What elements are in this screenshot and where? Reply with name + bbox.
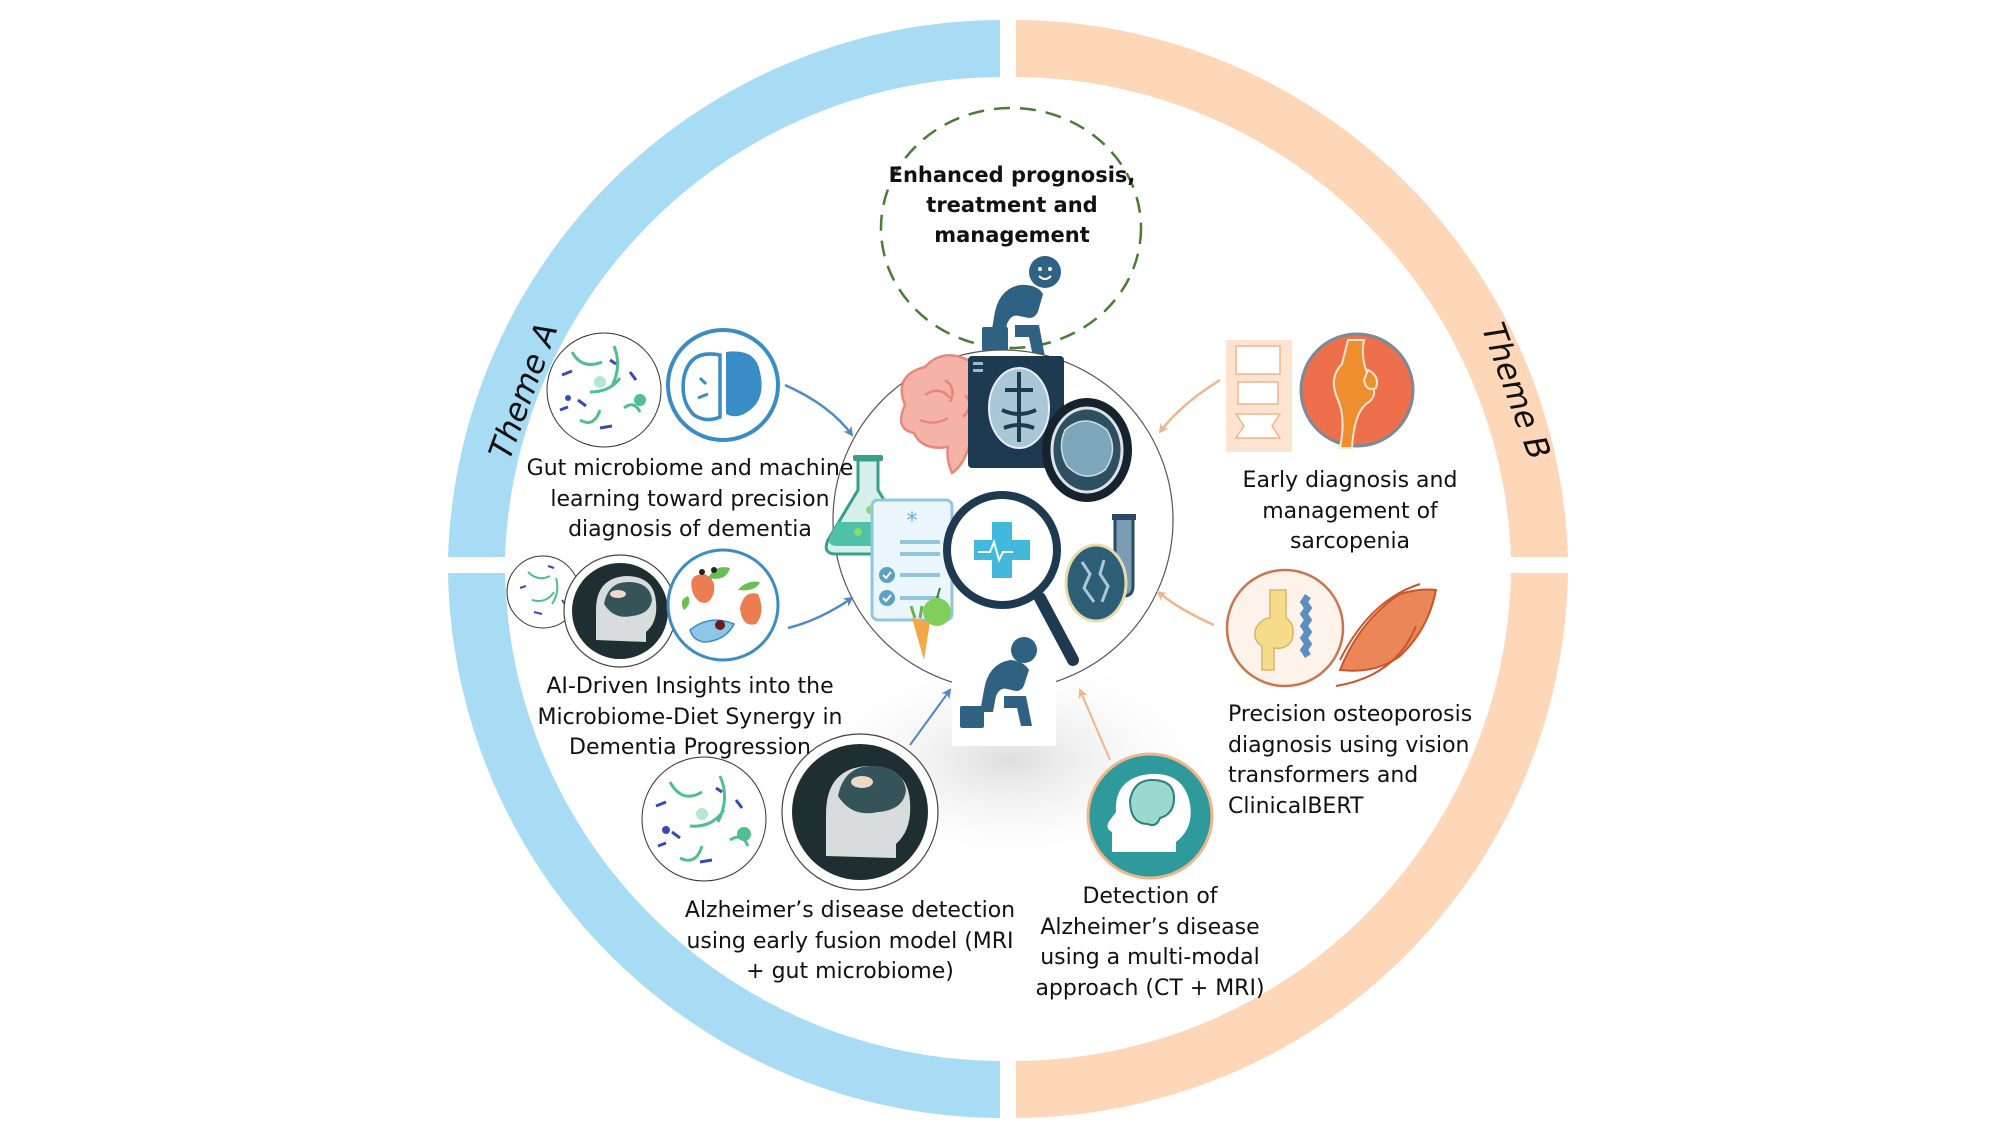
apple-icon <box>923 587 951 626</box>
theme-a-ring <box>448 20 1000 1118</box>
study-b2-line: ClinicalBERT <box>1228 793 1364 819</box>
study-b2-line: Precision osteoporosis <box>1228 702 1473 727</box>
study-b3-line: Alzheimer’s disease <box>1040 914 1260 940</box>
clipboard-checklist-icon: * <box>870 498 954 622</box>
mri-scan-icon <box>968 356 1064 468</box>
brain-icon <box>666 328 780 442</box>
study-a2-icons <box>506 548 780 668</box>
study-b2-line: transformers and <box>1228 763 1419 788</box>
study-a3-line: Alzheimer’s disease detection <box>684 898 1016 923</box>
study-a2-line: Dementia Progression <box>569 735 811 760</box>
study-b1-line: Early diagnosis and <box>1242 468 1458 493</box>
study-a3-icons <box>641 733 939 891</box>
center-cluster: * <box>824 349 1174 746</box>
arrow-a3 <box>909 688 952 746</box>
happy-seated-person-icon <box>982 256 1061 357</box>
study-b3-line: Detection of <box>1082 884 1218 909</box>
study-a1-icons <box>546 328 780 448</box>
outcome-line: Enhanced prognosis, <box>888 163 1136 187</box>
sad-seated-person-icon <box>952 637 1056 746</box>
arrow-b1 <box>1158 378 1221 434</box>
muscle-icon <box>1335 583 1438 687</box>
study-b2-label: Precision osteoporosis diagnosis using v… <box>1228 700 1488 822</box>
study-a1-line: Gut microbiome and machine <box>526 456 854 481</box>
study-b1-label: Early diagnosis and management of sarcop… <box>1230 466 1470 558</box>
knee-joint-icon <box>1299 332 1415 449</box>
study-b3-line: approach (CT + MRI) <box>1035 975 1265 1001</box>
theme-b-ring <box>1016 20 1568 1118</box>
svg-text:*: * <box>907 509 918 534</box>
study-a3-line: + gut microbiome) <box>746 959 954 984</box>
theme-a-ring-lower <box>448 573 1000 1118</box>
arrow-a1 <box>784 383 854 437</box>
study-a1-label: Gut microbiome and machine learning towa… <box>520 454 860 546</box>
arrow-a2 <box>787 596 854 630</box>
magnifier-medical-cross-icon <box>943 491 1079 666</box>
theme-a-ring-upper <box>448 20 1000 557</box>
knee-bone-icon <box>1225 568 1345 688</box>
microbiome-icon <box>546 332 662 448</box>
head-brain-icon <box>781 733 939 891</box>
brain-scan-icon <box>1042 398 1132 502</box>
study-b1-icons <box>1226 332 1415 452</box>
arrow-b3 <box>1078 688 1111 761</box>
vertebrae-icon <box>1226 340 1292 452</box>
head-brain-icon <box>1086 752 1214 880</box>
study-a3-label: Alzheimer’s disease detection using earl… <box>680 896 1020 988</box>
study-b2-icons <box>1225 568 1438 688</box>
study-b3-label: Detection of Alzheimer’s disease using a… <box>1030 882 1270 1004</box>
study-b3-line: using a multi-modal <box>1040 945 1260 970</box>
study-a2-label: AI-Driven Insights into the Microbiome-D… <box>520 672 860 764</box>
theme-b-ring-upper <box>1016 20 1568 557</box>
study-a2-line: Microbiome-Diet Synergy in <box>537 704 843 730</box>
outcome-dashed-circle <box>879 106 1143 350</box>
outcome-line: management <box>934 223 1090 247</box>
diet-vegetables-icon <box>666 548 780 662</box>
microbiome-icon <box>641 756 767 882</box>
study-a1-line: diagnosis of dementia <box>568 517 812 542</box>
outcome-label: Enhanced prognosis, treatment and manage… <box>872 160 1152 250</box>
study-a1-line: learning toward precision <box>550 486 830 512</box>
lung-scan-icon <box>1064 543 1128 623</box>
study-b1-line: management of <box>1262 498 1438 524</box>
arrows <box>784 378 1221 761</box>
carrot-icon <box>909 605 930 660</box>
outcome-node <box>879 106 1143 357</box>
study-b2-line: diagnosis using vision <box>1228 732 1470 758</box>
theme-b-ring-lower <box>1016 573 1568 1118</box>
outcome-line: treatment and <box>926 193 1098 217</box>
head-brain-icon <box>563 554 677 668</box>
study-a2-line: AI-Driven Insights into the <box>546 674 834 699</box>
study-b3-icons <box>1086 752 1214 880</box>
study-b1-line: sarcopenia <box>1289 529 1411 554</box>
arrow-b2 <box>1156 590 1215 627</box>
study-a3-line: using early fusion model (MRI <box>686 928 1014 954</box>
